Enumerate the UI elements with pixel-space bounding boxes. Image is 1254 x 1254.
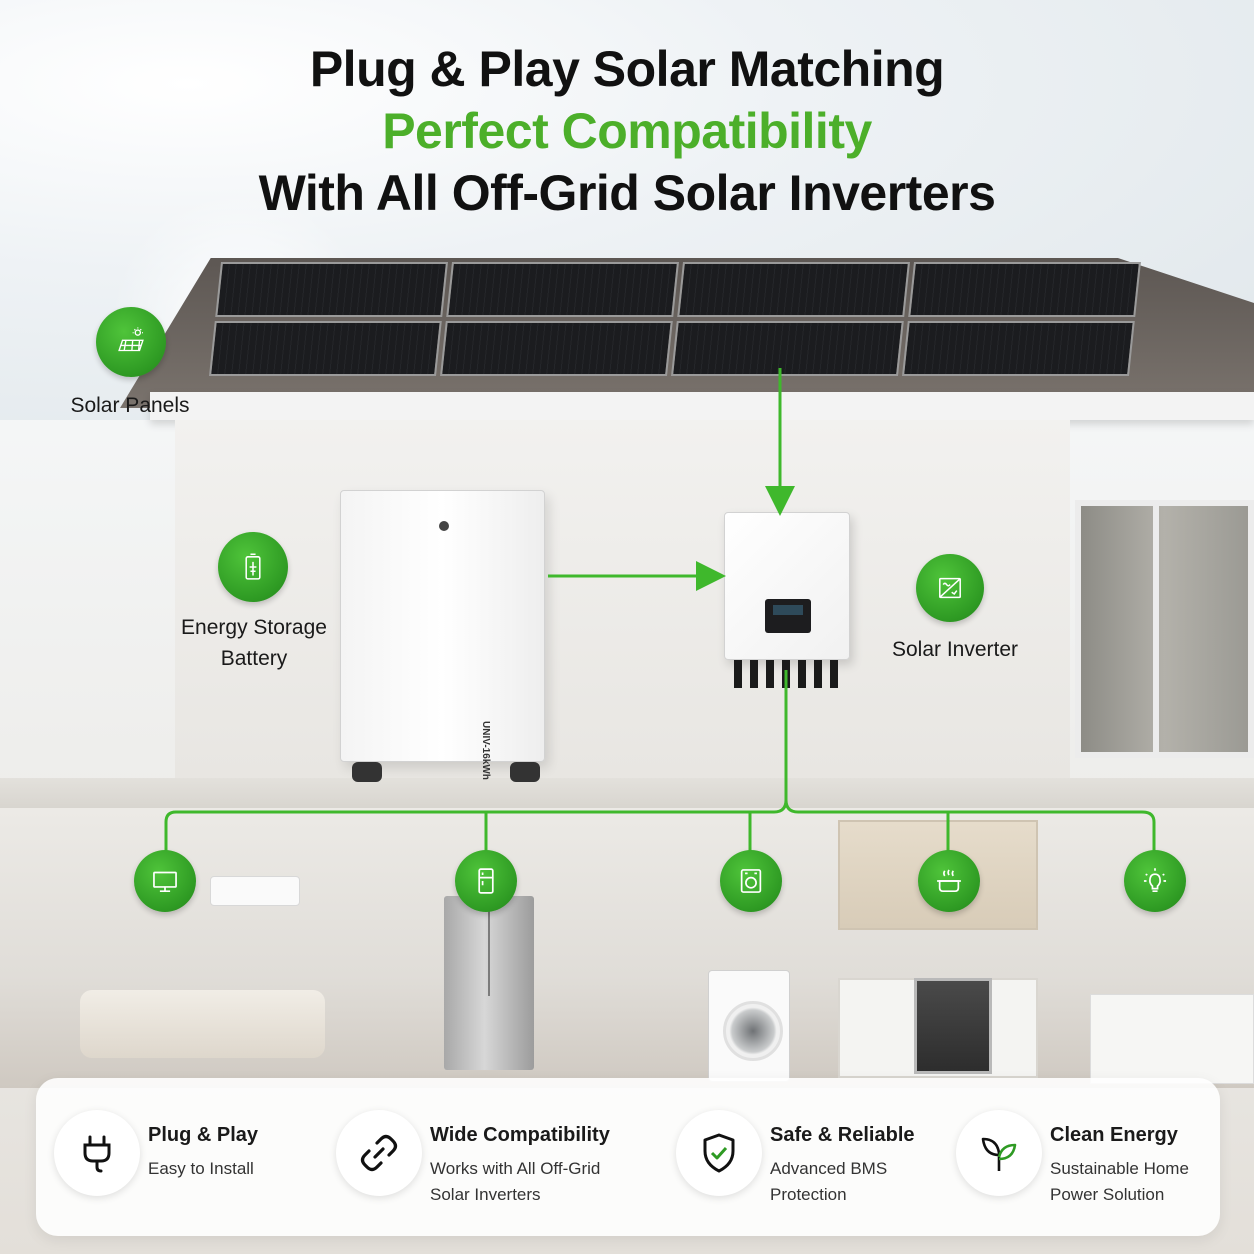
battery-label-line-2: Battery [220, 647, 288, 670]
feature-description: Sustainable Home Power Solution [1050, 1156, 1189, 1208]
feature-title: Plug & Play [148, 1124, 259, 1146]
feature-description-line-2: Power Solution [1050, 1185, 1165, 1204]
sofa [80, 990, 325, 1058]
headline-line-3: With All Off-Grid Solar Inverters [258, 165, 996, 221]
inverter-ports [734, 660, 844, 688]
feature-safe-and-reliable: Safe & Reliable Advanced BMS Protection [676, 1110, 936, 1210]
headline: Plug & Play Solar Matching Perfect Compa… [0, 38, 1254, 224]
roof-edge [150, 392, 1254, 420]
headline-line-2: Perfect Compatibility [382, 103, 872, 159]
battery-wheel [352, 762, 382, 782]
feature-title: Safe & Reliable [770, 1124, 915, 1146]
link-icon [336, 1110, 422, 1196]
feature-description: Easy to Install [148, 1156, 254, 1182]
feature-description-line-1: Works with All Off-Grid [430, 1159, 601, 1178]
headline-line-1: Plug & Play Solar Matching [309, 41, 945, 97]
battery-label-line-1: Energy Storage [181, 616, 327, 639]
feature-title: Clean Energy [1050, 1124, 1178, 1146]
solar-panel-icon [96, 307, 166, 377]
feature-description: Advanced BMS Protection [770, 1156, 887, 1208]
solar-panel [440, 321, 673, 376]
battery-icon [218, 532, 288, 602]
solar-panel [902, 321, 1135, 376]
solar-panel [215, 262, 448, 317]
refrigerator [444, 896, 534, 1070]
tv-icon [134, 850, 196, 912]
feature-description: Works with All Off-Grid Solar Inverters [430, 1156, 600, 1208]
floor-slab [0, 778, 1254, 808]
solar-panel [908, 262, 1141, 317]
feature-description-line-1: Easy to Install [148, 1159, 254, 1178]
feature-description-line-1: Sustainable Home [1050, 1159, 1189, 1178]
window [1075, 500, 1254, 758]
solar-panel [446, 262, 679, 317]
plug-icon [54, 1110, 140, 1196]
inverter-icon [916, 554, 984, 622]
solar-inverter [724, 512, 850, 660]
battery-model-label: UNIV-16kWh [480, 721, 491, 780]
battery-label: Energy Storage Battery [160, 612, 348, 674]
feature-title: Wide Compatibility [430, 1124, 610, 1146]
feature-description-line-1: Advanced BMS [770, 1159, 888, 1178]
battery-wheel [510, 762, 540, 782]
feature-description-line-2: Solar Inverters [430, 1185, 541, 1204]
solar-panels-label: Solar Panels [70, 394, 190, 417]
cooking-pot-icon [918, 850, 980, 912]
oven [914, 978, 992, 1074]
light-bulb-icon [1124, 850, 1186, 912]
washing-machine [708, 970, 790, 1082]
feature-description-line-2: Protection [770, 1185, 847, 1204]
solar-panel [671, 321, 904, 376]
battery-logo [439, 521, 449, 531]
solar-panel [209, 321, 442, 376]
air-conditioner [210, 876, 300, 906]
washing-machine-icon [720, 850, 782, 912]
feature-plug-and-play: Plug & Play Easy to Install [54, 1110, 304, 1210]
inverter-display [765, 599, 811, 633]
leaf-icon [956, 1110, 1042, 1196]
feature-wide-compatibility: Wide Compatibility Works with All Off-Gr… [336, 1110, 636, 1210]
solar-panel-array [209, 262, 1141, 376]
energy-storage-battery: UNIV-16kWh [340, 490, 545, 780]
solar-panel [677, 262, 910, 317]
inverter-label: Solar Inverter [891, 638, 1019, 661]
shield-check-icon [676, 1110, 762, 1196]
kitchen-counter [1090, 994, 1254, 1084]
fridge-icon [455, 850, 517, 912]
feature-clean-energy: Clean Energy Sustainable Home Power Solu… [956, 1110, 1206, 1210]
